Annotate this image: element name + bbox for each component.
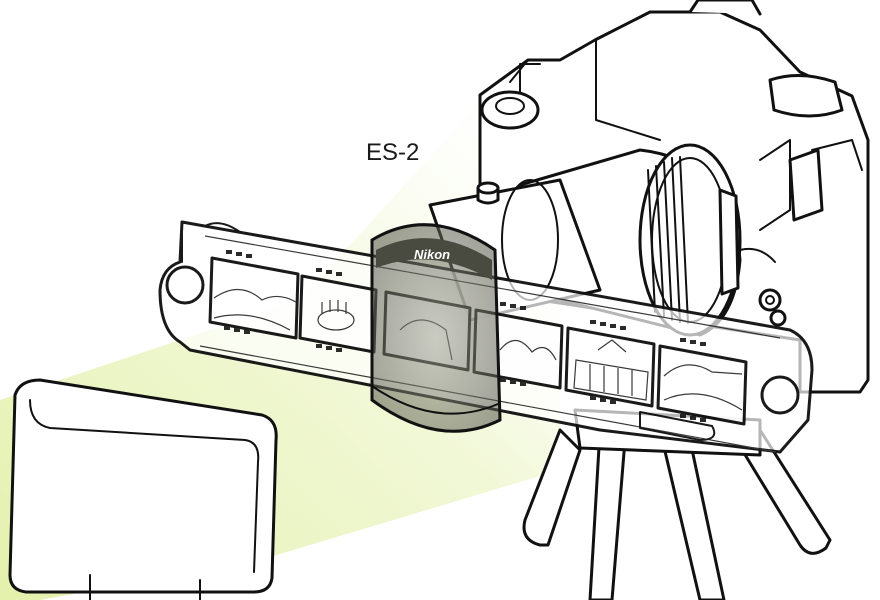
- film-frame-5: [564, 326, 656, 408]
- light-box: [8, 378, 278, 600]
- adapter-front-disc: Nikon: [370, 223, 502, 433]
- adapter-brand-label: Nikon: [414, 247, 450, 262]
- sprocket-holes-top: [226, 250, 706, 346]
- mode-dial: [480, 90, 540, 130]
- film-frame-2: [298, 274, 378, 354]
- film-frame-1: [208, 256, 300, 340]
- es2-callout-label: ES-2: [366, 139, 419, 166]
- sprocket-holes-bottom: [224, 326, 706, 422]
- film-frame-6: [656, 344, 748, 426]
